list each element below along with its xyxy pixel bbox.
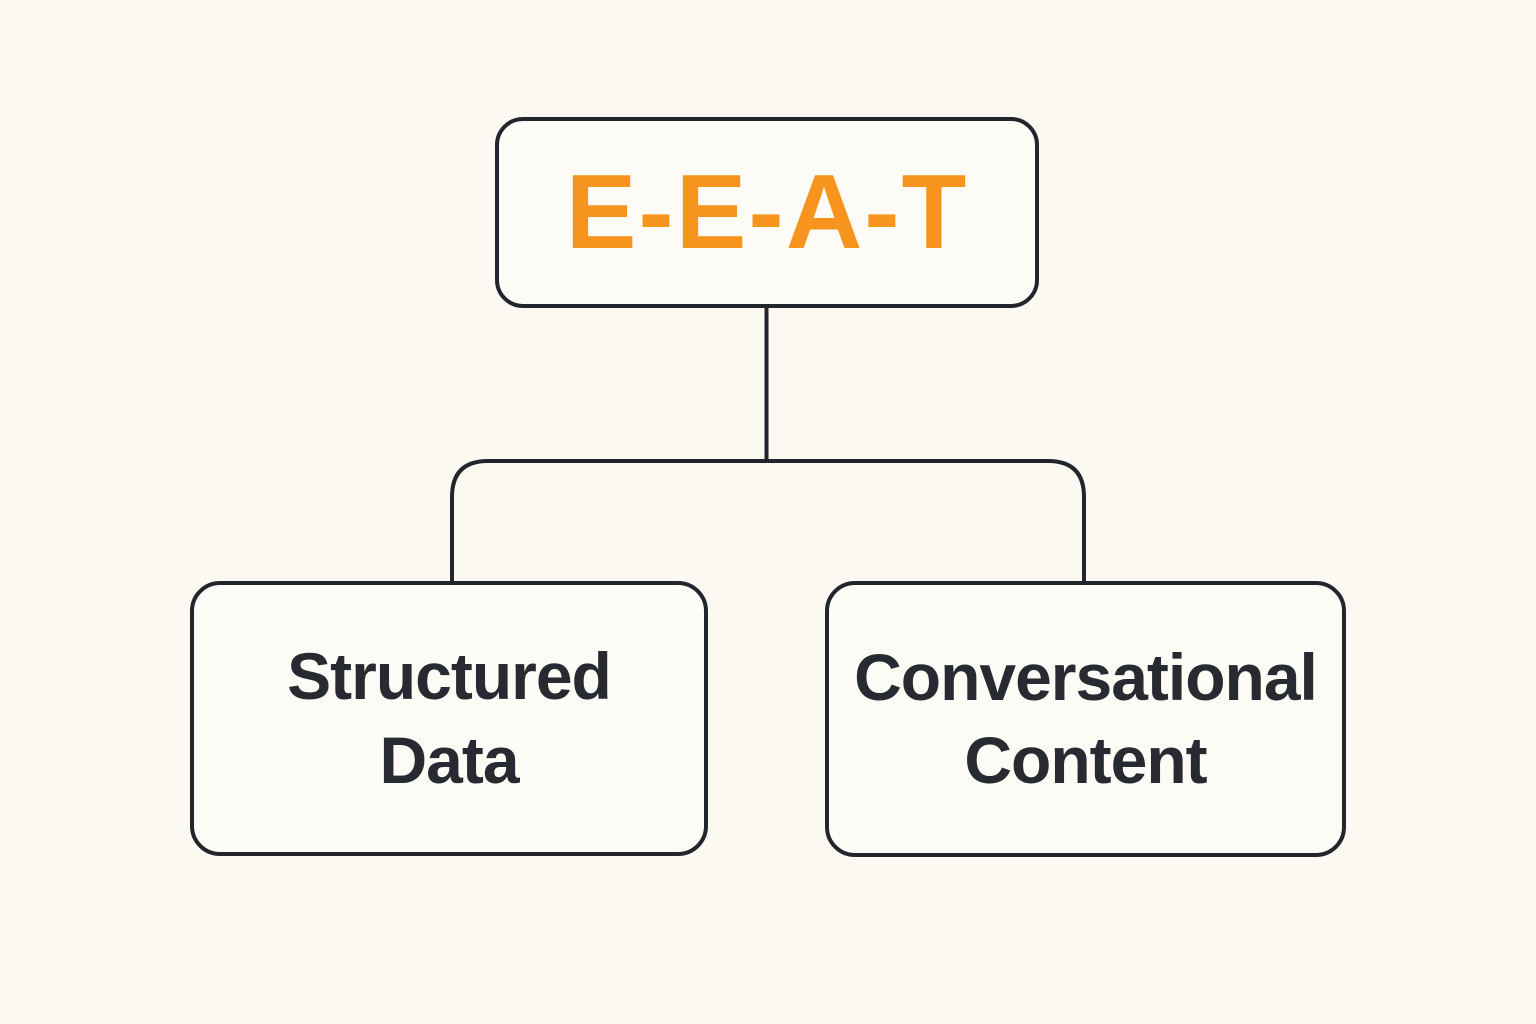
node-conversational-content: Conversational Content: [825, 581, 1346, 857]
connector-branch-elbow: [450, 459, 1086, 583]
node-structured-data-label: Structured Data: [287, 639, 612, 797]
node-structured-data: Structured Data: [190, 581, 708, 856]
node-eeat: E-E-A-T: [495, 117, 1039, 308]
node-conversational-content-label: Conversational Content: [854, 639, 1318, 797]
node-eeat-label: E-E-A-T: [565, 153, 969, 271]
